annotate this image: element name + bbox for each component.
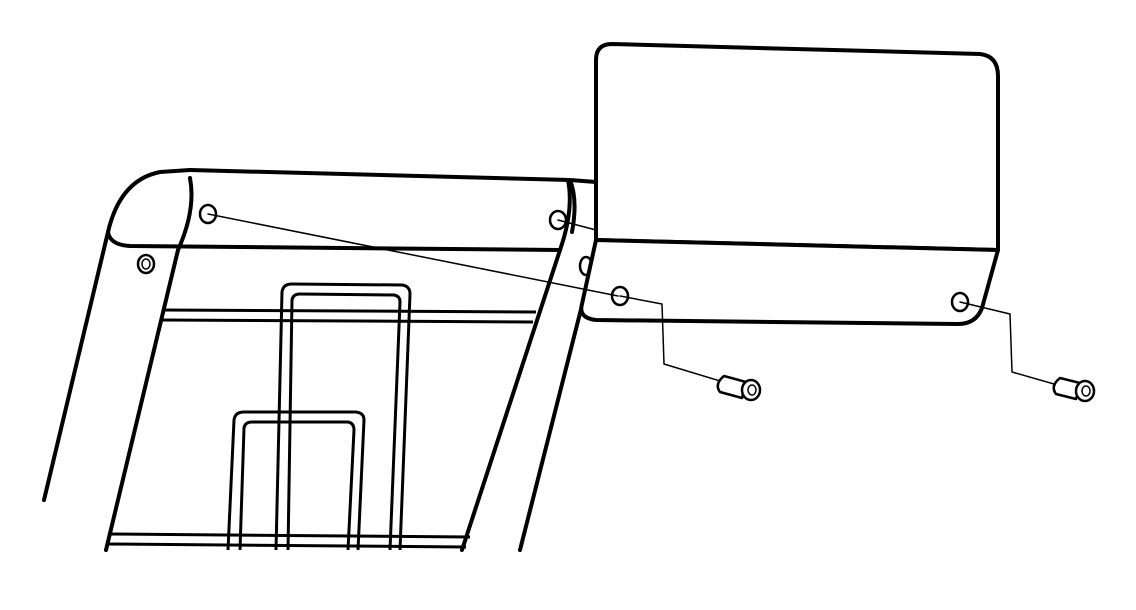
cover-panel [579, 42, 1000, 326]
screw-icon [1052, 376, 1096, 403]
screw-right [1052, 376, 1096, 403]
screw-hole-icon [610, 285, 630, 307]
frame [42, 168, 598, 552]
wire-basket [105, 282, 537, 551]
screw-left [716, 374, 762, 402]
screw-hole-icon [548, 209, 568, 231]
alignment-lines [207, 213, 1069, 389]
screw-hole-icon [136, 253, 156, 275]
screw-hole-icon [198, 203, 218, 225]
screw-hole-icon [950, 291, 970, 313]
screw-icon [716, 374, 762, 402]
